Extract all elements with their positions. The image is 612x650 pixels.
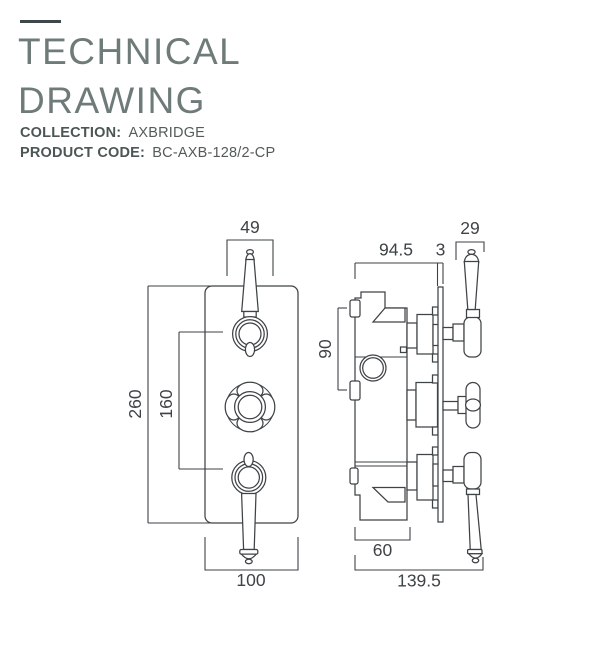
side-cross-knob — [442, 381, 482, 429]
front-cross-hub — [233, 390, 267, 424]
front-cross-hub-ring — [237, 394, 263, 420]
front-bottom-lever — [231, 451, 267, 565]
side-view: 94.5 3 29 90 — [315, 218, 485, 591]
side-top-lever-stem-collar — [452, 323, 465, 342]
page-title-line1: TECHNICAL — [18, 31, 242, 72]
front-top-lever-cap — [245, 252, 255, 261]
side-top-lever-collar — [465, 308, 481, 319]
side-pipe-tab-top — [349, 299, 361, 318]
dim-front-overall-height: 260 — [125, 285, 221, 524]
drawing-canvas: 49 260 160 100 — [125, 217, 485, 591]
side-top-lever-grip — [463, 260, 480, 311]
cartridge-middle-base — [406, 389, 417, 421]
collection-value: AXBRIDGE — [128, 125, 206, 141]
front-bottom-lever-tip — [244, 558, 253, 565]
side-valve-body — [349, 291, 408, 521]
cartridge-top-base — [406, 322, 418, 349]
side-bottom-lever-dome — [467, 553, 484, 559]
side-body-bottom-lug — [371, 486, 406, 503]
dim-front-overall-height-label: 260 — [125, 389, 145, 418]
product-code-label: PRODUCT CODE: — [20, 145, 146, 161]
side-bottom-lever-stem-collar — [452, 465, 465, 484]
dim-side-body-to-plate: 94.5 3 — [354, 240, 446, 286]
side-cartridges — [406, 306, 440, 509]
collection-row: COLLECTION: AXBRIDGE — [20, 123, 205, 143]
plate-flange-top-upper — [431, 306, 439, 316]
product-code-value: BC-AXB-128/2-CP — [152, 145, 276, 161]
plate-flange-top-lower — [431, 353, 439, 363]
front-cross-knob — [224, 381, 276, 433]
front-top-lever-tongue — [244, 341, 256, 358]
side-inlet-port-outer — [359, 354, 387, 382]
dim-front-handle-spacing: 160 — [156, 331, 223, 470]
page-title: TECHNICAL DRAWING — [18, 27, 241, 125]
side-inlet-port-inner — [362, 357, 384, 379]
dim-side-body-depth: 60 — [354, 527, 411, 560]
cartridge-bottom-body — [416, 453, 434, 501]
plate-flange-bottom-upper — [431, 446, 439, 456]
header-accent-line — [20, 20, 61, 23]
side-bottom-lever-collar — [465, 488, 481, 496]
dim-side-port-spacing-label: 90 — [315, 339, 335, 359]
front-view: 49 260 160 100 — [125, 217, 299, 590]
side-top-lever-stem — [442, 326, 454, 341]
page-title-line2: DRAWING — [18, 80, 206, 121]
side-body-top-lug — [371, 307, 406, 323]
side-top-lever-cap — [463, 253, 480, 263]
front-bottom-lever-tongue — [243, 451, 254, 468]
side-top-lever-hub — [463, 316, 482, 358]
side-pipe-tab-middle — [349, 380, 361, 401]
side-bottom-lever-cap — [466, 548, 483, 555]
side-wall-plate — [437, 286, 444, 523]
plate-flange-mid-upper — [431, 374, 439, 384]
front-bottom-lever-cap — [239, 548, 259, 555]
front-bottom-lever-dome — [240, 553, 258, 560]
side-body-step — [399, 346, 408, 354]
side-cross-stem — [442, 400, 459, 411]
plate-flange-mid-lower — [431, 426, 439, 436]
dim-side-overall-depth-label: 139.5 — [397, 571, 441, 591]
dim-side-port-spacing: 90 — [315, 307, 347, 391]
cartridge-top-body — [416, 313, 434, 355]
side-bottom-lever-grip — [467, 493, 482, 551]
front-top-lever — [231, 248, 269, 358]
side-pipe-tab-bottom — [349, 467, 359, 485]
dim-side-body-to-plate-label: 94.5 — [379, 240, 413, 260]
dim-side-handle-width-label: 29 — [460, 218, 479, 238]
dim-side-body-depth-label: 60 — [373, 540, 393, 560]
dim-side-overall-depth: 139.5 — [354, 555, 484, 591]
cartridge-bottom-base — [406, 461, 418, 491]
front-bottom-lever-grip — [240, 492, 257, 551]
side-bottom-lever-tip — [471, 557, 480, 564]
dim-side-handle-width: 29 — [455, 218, 485, 260]
dim-front-handle-width-label: 49 — [240, 217, 259, 237]
front-top-lever-grip — [241, 258, 259, 313]
product-code-row: PRODUCT CODE: BC-AXB-128/2-CP — [20, 143, 275, 163]
side-top-lever — [442, 248, 482, 358]
dim-front-handle-spacing-label: 160 — [156, 389, 176, 418]
side-bottom-lever-stem — [442, 469, 454, 483]
side-bottom-lever — [442, 451, 484, 564]
dim-front-plate-width-label: 100 — [236, 570, 265, 590]
dim-front-handle-width: 49 — [226, 217, 274, 276]
plate-flange-bottom-lower — [431, 499, 439, 509]
side-bottom-lever-hub — [463, 451, 482, 490]
cartridge-middle-body — [415, 381, 439, 428]
dim-front-plate-width: 100 — [204, 537, 299, 590]
side-cross-center-arm — [464, 398, 482, 412]
side-body-outline — [354, 291, 408, 521]
collection-label: COLLECTION: — [20, 125, 122, 141]
dim-side-plate-thickness-label: 3 — [436, 240, 446, 260]
